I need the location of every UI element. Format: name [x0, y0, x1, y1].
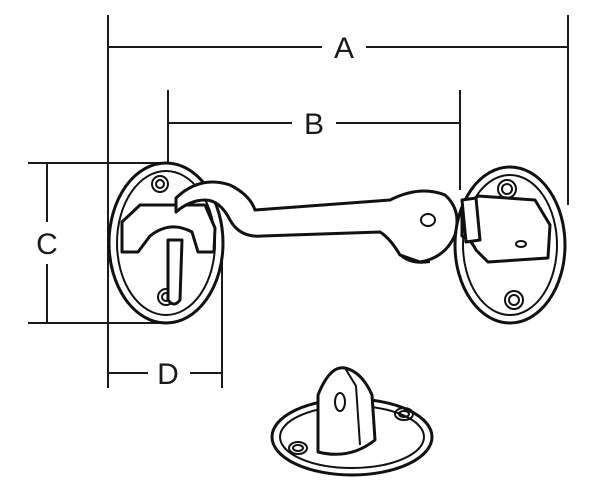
dimension-b: B: [167, 90, 461, 190]
keeper-plate: [270, 366, 434, 477]
right-mounting-plate: [453, 165, 567, 325]
hook-arm: [174, 180, 459, 264]
dimension-d: D: [108, 250, 223, 391]
dimension-c: C: [28, 162, 172, 324]
dimension-label-b: B: [304, 108, 324, 141]
dimension-a: A: [107, 15, 569, 388]
dimension-label-a: A: [334, 32, 354, 65]
dimension-label-d: D: [157, 358, 179, 391]
dimension-label-c: C: [36, 228, 58, 261]
